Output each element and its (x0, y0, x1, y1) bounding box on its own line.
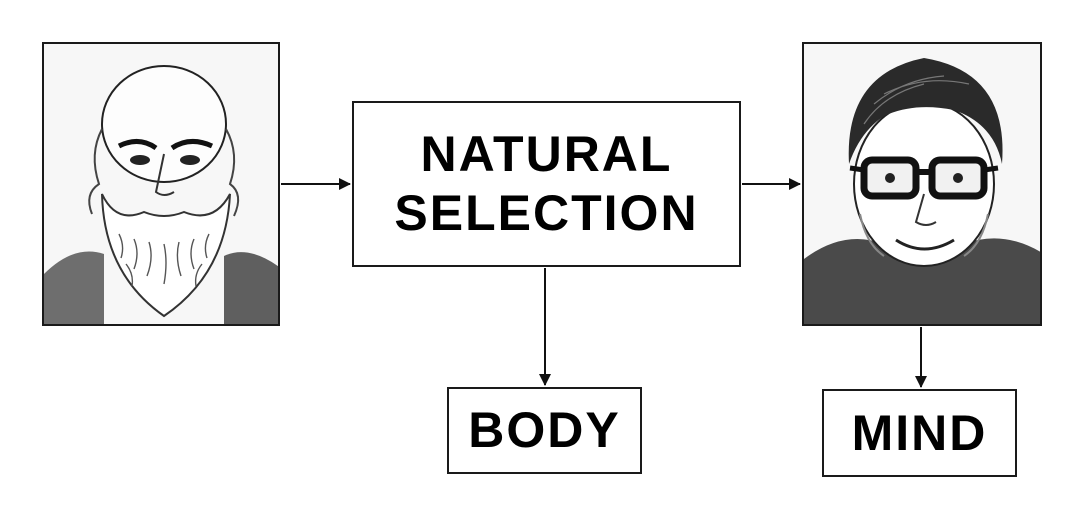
body-box: BODY (447, 387, 642, 474)
man-with-glasses-icon (804, 44, 1040, 324)
body-label: BODY (468, 402, 621, 458)
bearded-elder-portrait (42, 42, 280, 326)
mind-label: MIND (851, 404, 988, 461)
natural-selection-line2: SELECTION (394, 185, 699, 241)
man-with-glasses-portrait (802, 42, 1042, 326)
natural-selection-line1: NATURAL (420, 126, 673, 182)
mind-box: MIND (822, 389, 1017, 477)
natural-selection-box: NATURAL SELECTION (352, 101, 741, 267)
bearded-elder-icon (44, 44, 278, 324)
